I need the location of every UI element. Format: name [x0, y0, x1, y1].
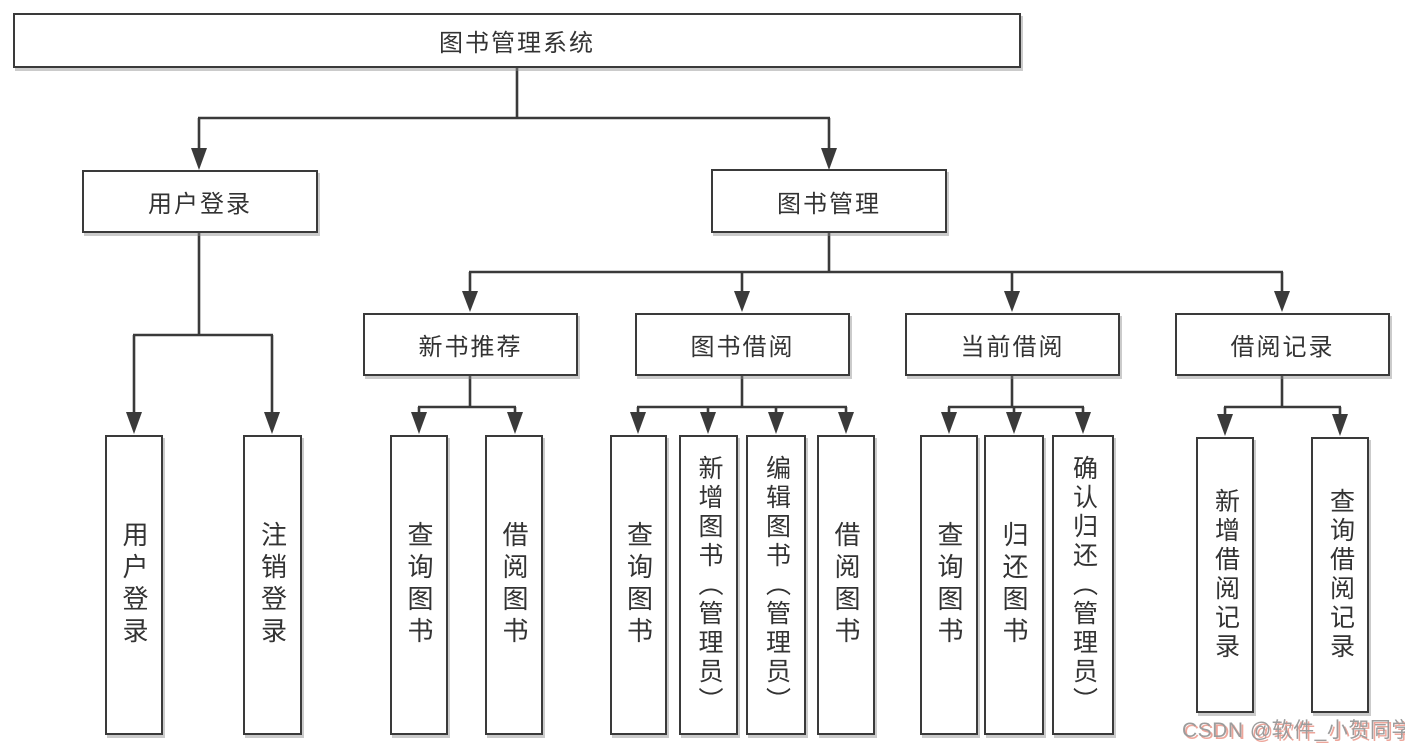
- leaf-user-login: 用户登录: [105, 435, 163, 735]
- connector-current-borrow-to-leaves: [941, 375, 1091, 434]
- connector-root-to-level2: [191, 68, 837, 170]
- node-label: 图书管理: [777, 190, 881, 218]
- node-label: 用户登录: [148, 191, 252, 218]
- node-label: 当前借阅: [960, 334, 1065, 361]
- connector-book-borrow-to-leaves: [630, 375, 854, 434]
- leaf-borrow-books-recommend: 借阅图书: [485, 435, 543, 735]
- leaf-query-borrow-record: 查询借阅记录: [1311, 437, 1369, 713]
- leaf-borrow-books: 借阅图书: [817, 435, 875, 735]
- node-label: 用户登录: [119, 521, 149, 649]
- csdn-watermark: CSDN @软件_小贺同学: [1182, 719, 1405, 742]
- leaf-query-books-recommend: 查询图书: [390, 435, 448, 735]
- node-label: 查询图书: [934, 521, 964, 649]
- node-user-login: 用户登录: [82, 170, 318, 233]
- node-library-management-system: 图书管理系统: [13, 13, 1021, 68]
- connector-borrow-records-to-leaves: [1217, 375, 1348, 436]
- node-borrow-records: 借阅记录: [1175, 313, 1390, 376]
- connector-new-book-recommend-to-leaves: [411, 375, 523, 434]
- node-label: 查询借阅记录: [1326, 488, 1355, 662]
- node-label: 借阅图书: [499, 521, 529, 649]
- node-label: 新增图书（管理员）: [695, 454, 723, 716]
- node-label: 确认归还（管理员）: [1069, 454, 1098, 716]
- leaf-logout: 注销登录: [243, 435, 302, 735]
- node-label: 编辑图书（管理员）: [762, 454, 791, 716]
- leaf-query-books-borrow: 查询图书: [610, 435, 667, 735]
- node-label: 借阅记录: [1230, 334, 1335, 361]
- node-current-borrow: 当前借阅: [905, 313, 1120, 376]
- node-label: 注销登录: [257, 521, 288, 649]
- leaf-add-books-admin: 新增图书（管理员）: [679, 435, 738, 735]
- node-label: 图书借阅: [690, 334, 795, 361]
- leaf-edit-books-admin: 编辑图书（管理员）: [746, 435, 806, 735]
- leaf-return-books: 归还图书: [984, 435, 1044, 735]
- connector-book-management-to-level3: [462, 233, 1290, 312]
- node-label: 新增借阅记录: [1211, 488, 1240, 662]
- node-label: 查询图书: [404, 521, 434, 649]
- node-label: 查询图书: [623, 521, 654, 649]
- node-label: 借阅图书: [831, 521, 861, 649]
- leaf-add-borrow-record: 新增借阅记录: [1196, 437, 1254, 713]
- node-label: 归还图书: [999, 521, 1029, 649]
- node-new-book-recommend: 新书推荐: [363, 313, 578, 376]
- leaf-confirm-return-admin: 确认归还（管理员）: [1052, 435, 1114, 735]
- node-book-management: 图书管理: [711, 169, 947, 233]
- node-book-borrow: 图书借阅: [635, 313, 850, 376]
- connector-user-login-to-leaves: [126, 233, 280, 434]
- node-label: 图书管理系统: [439, 30, 595, 57]
- leaf-query-books-current: 查询图书: [920, 435, 978, 735]
- node-label: 新书推荐: [418, 334, 523, 361]
